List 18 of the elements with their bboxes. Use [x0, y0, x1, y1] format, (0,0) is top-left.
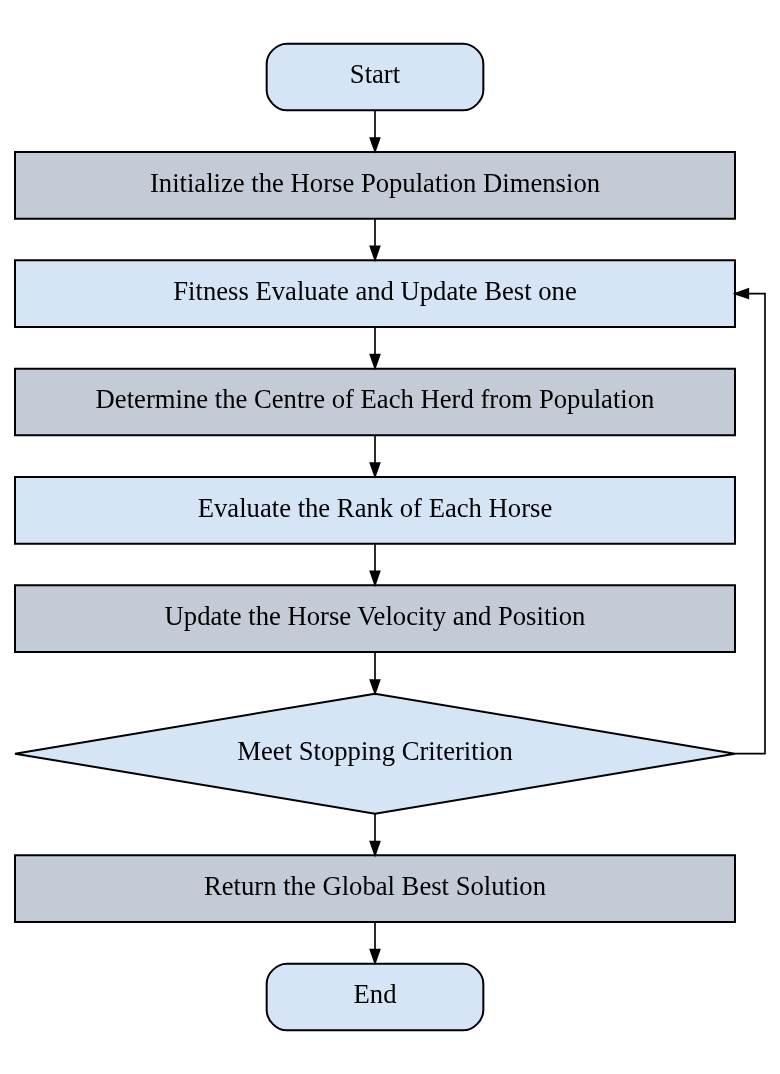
arrow [369, 813, 381, 858]
node-box: End [265, 962, 485, 1032]
node-diamond: Meet Stopping Criterition [14, 692, 736, 815]
node-box: Determine the Centre of Each Herd from Population [14, 367, 736, 437]
node-box: Return the Global Best Solution [14, 854, 736, 923]
arrow [369, 543, 381, 588]
arrow [369, 109, 381, 154]
arrow [732, 287, 766, 755]
node-box: Evaluate the Rank of Each Horse [14, 476, 736, 545]
arrow [369, 326, 381, 371]
node-box: Start [265, 42, 485, 112]
node-box: Update the Horse Velocity and Position [14, 584, 736, 653]
arrow [369, 651, 381, 696]
arrow [369, 218, 381, 263]
node-box: Fitness Evaluate and Update Best one [14, 259, 736, 328]
arrow [369, 921, 381, 966]
arrow [369, 434, 381, 479]
node-box: Initialize the Horse Population Dimension [14, 151, 736, 220]
